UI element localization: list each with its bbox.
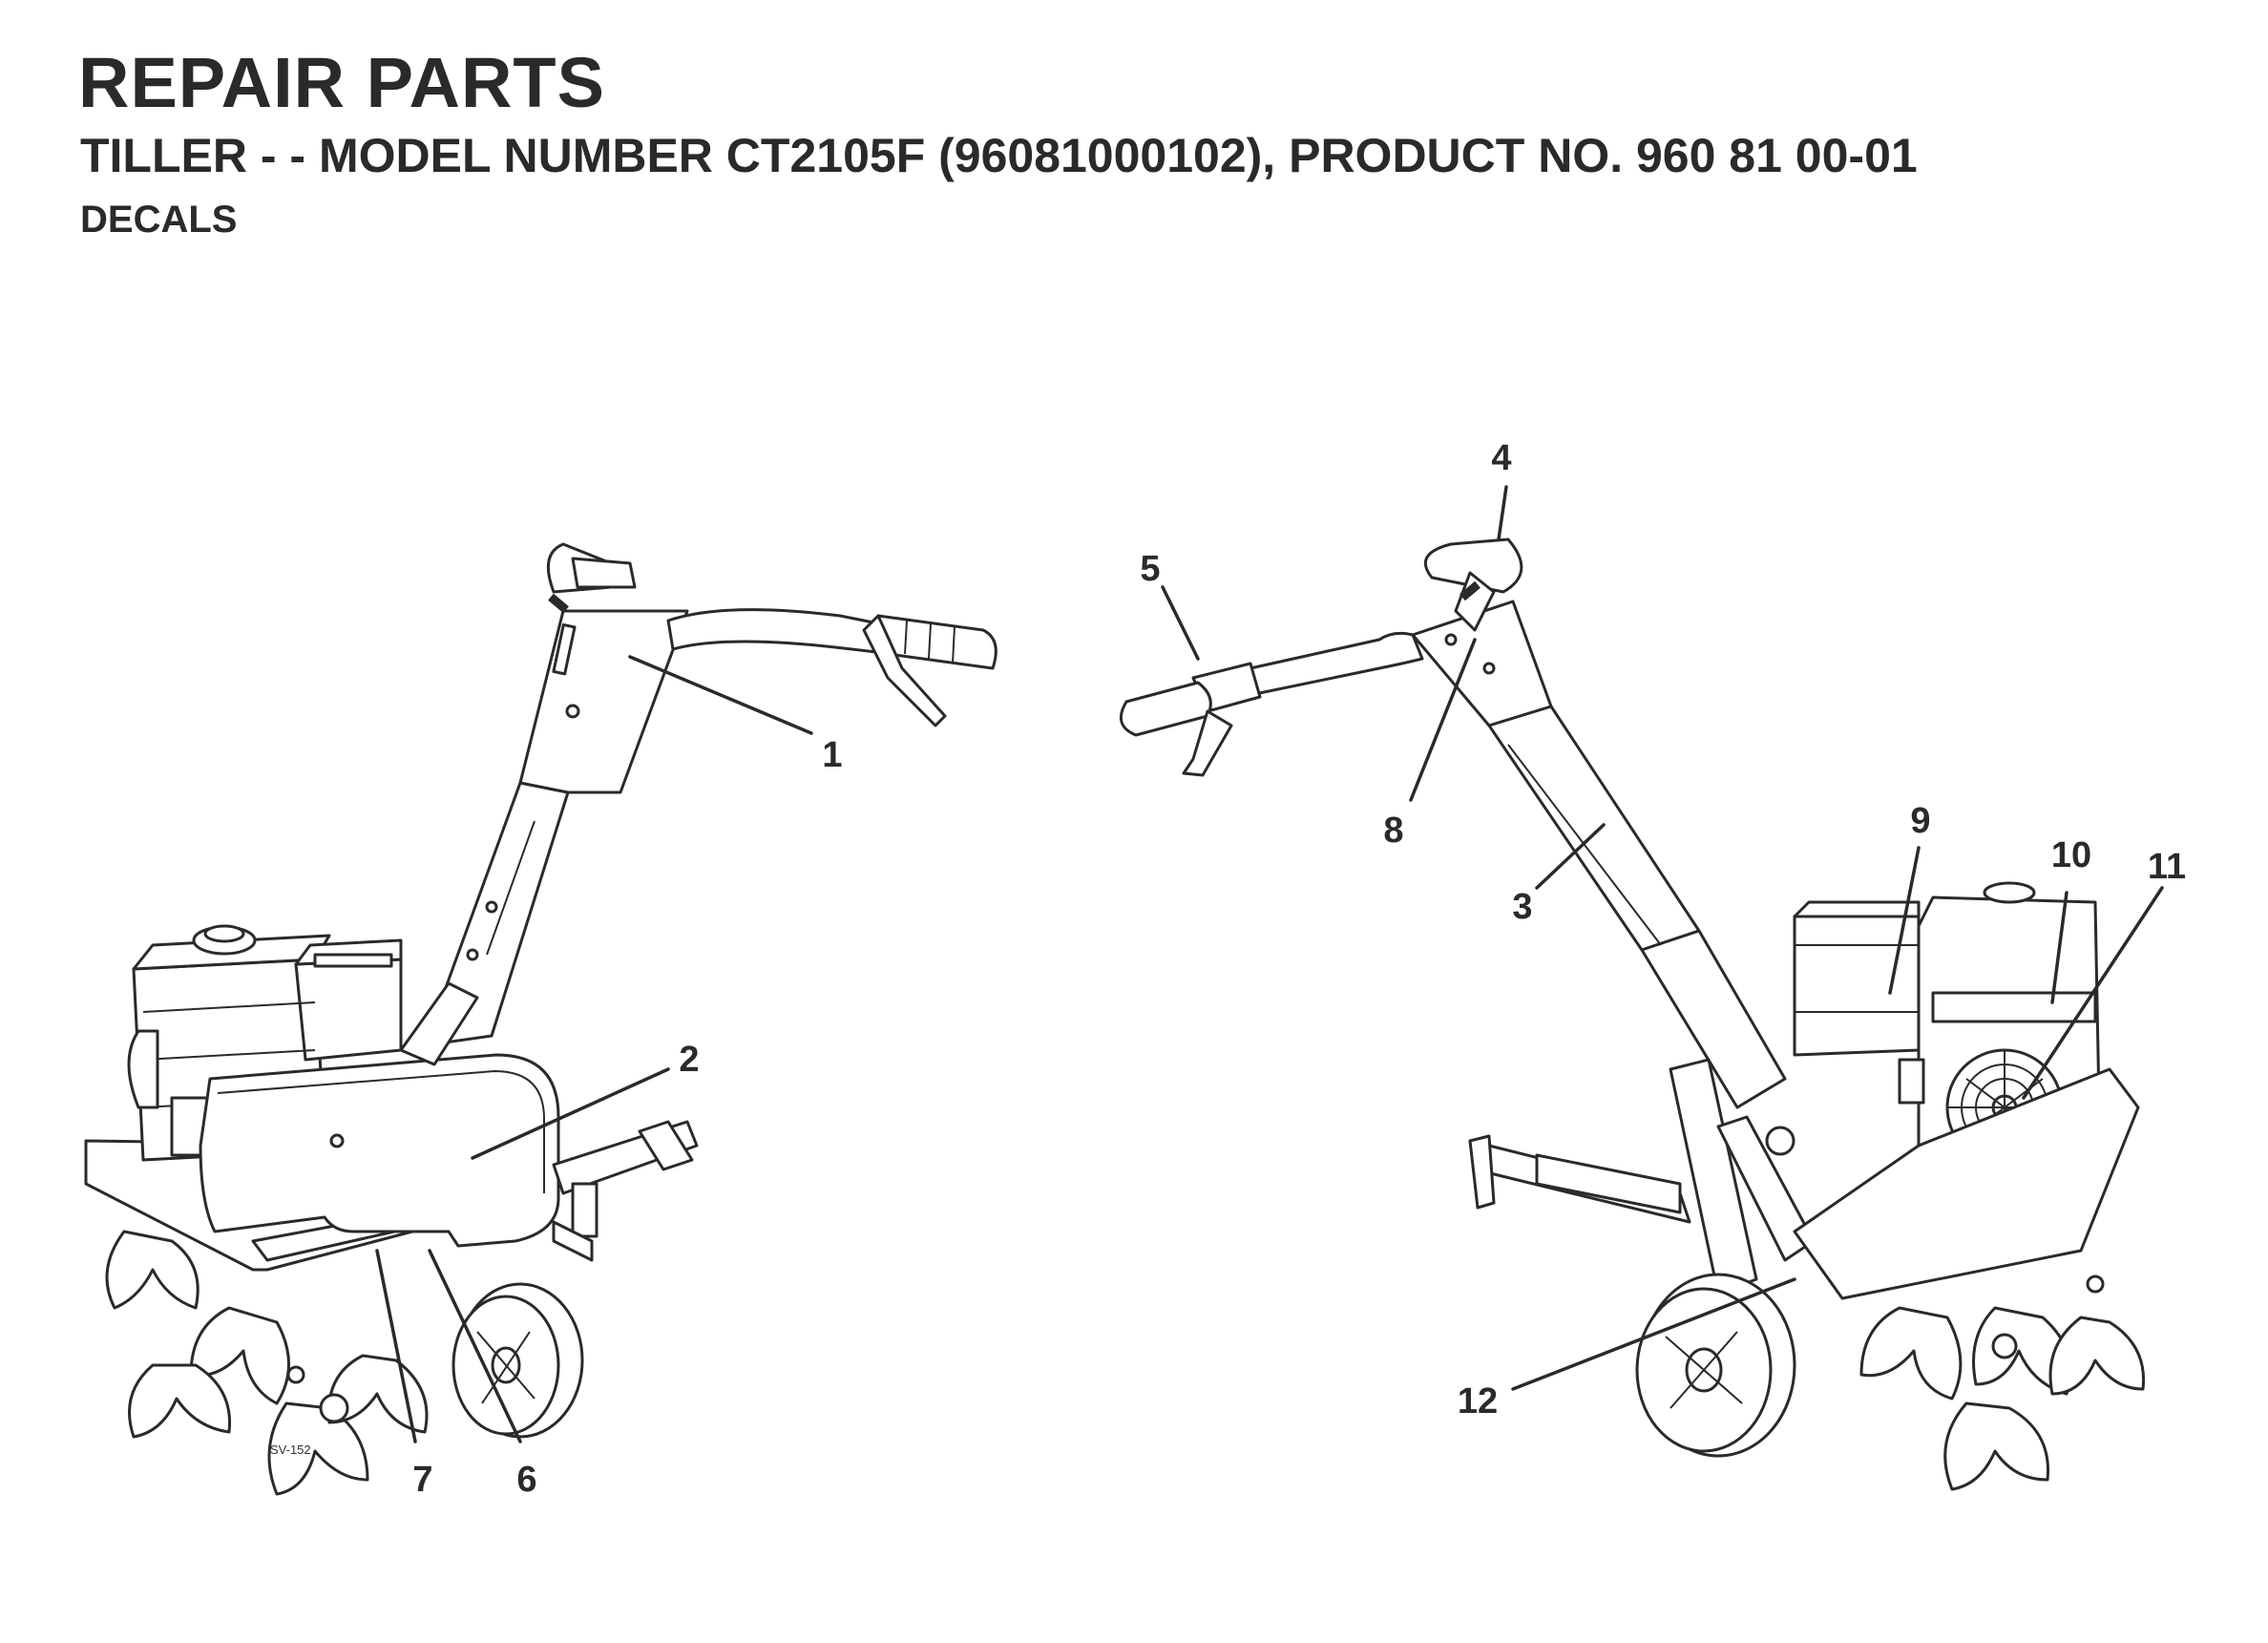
callout-2: 2 xyxy=(679,1040,699,1080)
model-subtitle: TILLER - - MODEL NUMBER CT2105F (9608100… xyxy=(80,129,1918,182)
page-title: REPAIR PARTS xyxy=(78,43,605,122)
right-handle xyxy=(1119,537,1787,1109)
callout-leaders xyxy=(375,485,2164,1443)
right-tiller-illustration xyxy=(1119,537,2146,1491)
left-tiller-illustration: SV-152 xyxy=(84,542,998,1496)
section-heading: DECALS xyxy=(80,199,238,241)
left-chain-case xyxy=(199,1053,560,1248)
callout-6: 6 xyxy=(516,1460,536,1500)
callout-7: 7 xyxy=(412,1460,432,1500)
callout-11: 11 xyxy=(2148,847,2186,887)
callout-9: 9 xyxy=(1910,801,1930,841)
callout-8: 8 xyxy=(1383,811,1403,851)
left-handle xyxy=(399,542,998,1066)
callout-1: 1 xyxy=(822,735,842,775)
right-wheel xyxy=(1635,1273,1796,1458)
callout-4: 4 xyxy=(1491,438,1511,478)
callout-12: 12 xyxy=(1458,1381,1498,1422)
figure-code: SV-152 xyxy=(270,1443,311,1457)
left-tines xyxy=(105,1230,429,1496)
callout-labels: 1 2 3 4 5 6 7 8 9 10 11 12 xyxy=(412,438,2186,1500)
callout-5: 5 xyxy=(1140,549,1160,589)
callout-3: 3 xyxy=(1512,887,1532,927)
left-wheel xyxy=(452,1282,584,1439)
callout-10: 10 xyxy=(2051,835,2091,875)
right-tines xyxy=(1859,1274,2146,1491)
